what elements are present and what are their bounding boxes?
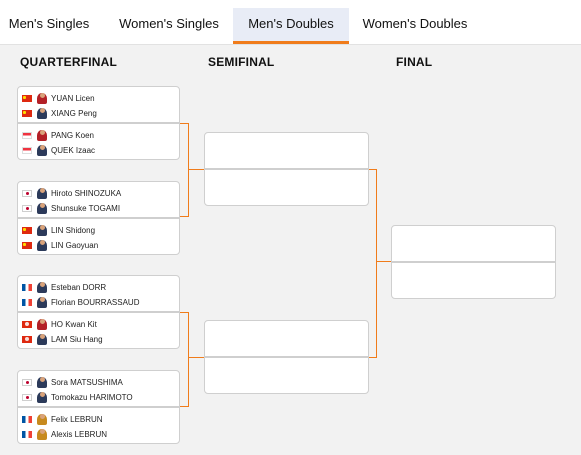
player-name: Hiroto SHINOZUKA <box>51 188 122 198</box>
player-row: HO Kwan Kit <box>22 317 97 331</box>
event-tabs: Men's Singles Women's Singles Men's Doub… <box>0 0 581 45</box>
team-card[interactable]: LIN Shidong LIN Gaoyuan <box>17 218 180 255</box>
player-name: Florian BOURRASSAUD <box>51 297 140 307</box>
team-card[interactable]: HO Kwan Kit LAM Siu Hang <box>17 312 180 349</box>
semifinal-slot[interactable] <box>204 357 369 394</box>
flag-japan-icon <box>22 393 32 401</box>
flag-china-icon <box>22 226 32 234</box>
flag-france-icon <box>22 283 32 291</box>
team-card[interactable]: Esteban DORR Florian BOURRASSAUD <box>17 275 180 312</box>
flag-japan-icon <box>22 204 32 212</box>
player-avatar <box>37 413 47 425</box>
flag-china-icon <box>22 109 32 117</box>
player-row: PANG Koen <box>22 128 94 142</box>
tab-womens-doubles[interactable]: Women's Doubles <box>362 16 468 31</box>
flag-france-icon <box>22 298 32 306</box>
player-name: Esteban DORR <box>51 282 107 292</box>
player-row: Felix LEBRUN <box>22 412 103 426</box>
player-avatar <box>37 318 47 330</box>
player-name: Shunsuke TOGAMI <box>51 203 121 213</box>
semifinal-slot[interactable] <box>204 320 369 357</box>
flag-china-icon <box>22 94 32 102</box>
round-title-quarterfinal: QUARTERFINAL <box>20 55 118 69</box>
player-row: Tomokazu HARIMOTO <box>22 390 133 404</box>
semifinal-slot[interactable] <box>204 132 369 169</box>
player-row: QUEK Izaac <box>22 143 95 157</box>
player-row: Sora MATSUSHIMA <box>22 375 123 389</box>
player-avatar <box>37 202 47 214</box>
bracket-connector <box>188 123 189 217</box>
player-avatar <box>37 428 47 440</box>
tab-womens-singles[interactable]: Women's Singles <box>119 16 219 31</box>
player-avatar <box>37 107 47 119</box>
player-row: Shunsuke TOGAMI <box>22 201 120 215</box>
player-avatar <box>37 187 47 199</box>
flag-japan-icon <box>22 189 32 197</box>
player-name: PANG Koen <box>51 130 94 140</box>
player-row: Esteban DORR <box>22 280 106 294</box>
player-name: Sora MATSUSHIMA <box>51 377 123 387</box>
player-avatar <box>37 224 47 236</box>
flag-france-icon <box>22 430 32 438</box>
player-name: QUEK Izaac <box>51 145 96 155</box>
player-avatar <box>37 391 47 403</box>
bracket-connector <box>369 169 376 170</box>
player-avatar <box>37 281 47 293</box>
player-avatar <box>37 239 47 251</box>
player-avatar <box>37 296 47 308</box>
tab-mens-doubles[interactable]: Men's Doubles <box>233 8 349 44</box>
final-slot[interactable] <box>391 225 556 262</box>
flag-china-icon <box>22 241 32 249</box>
flag-japan-icon <box>22 378 32 386</box>
team-card[interactable]: YUAN Licen XIANG Peng <box>17 86 180 123</box>
bracket-connector <box>376 261 391 262</box>
team-card[interactable]: Sora MATSUSHIMA Tomokazu HARIMOTO <box>17 370 180 407</box>
player-name: YUAN Licen <box>51 93 95 103</box>
bracket-connector <box>180 312 188 313</box>
player-row: LIN Gaoyuan <box>22 238 98 252</box>
team-card[interactable]: Felix LEBRUN Alexis LEBRUN <box>17 407 180 444</box>
player-name: Felix LEBRUN <box>51 414 103 424</box>
bracket-connector <box>188 169 204 170</box>
player-row: XIANG Peng <box>22 106 97 120</box>
bracket-connector <box>188 357 204 358</box>
player-name: Tomokazu HARIMOTO <box>51 392 133 402</box>
tab-mens-singles[interactable]: Men's Singles <box>8 16 90 31</box>
player-name: XIANG Peng <box>51 108 97 118</box>
flag-hong-kong-icon <box>22 320 32 328</box>
player-name: LIN Gaoyuan <box>51 240 99 250</box>
flag-france-icon <box>22 415 32 423</box>
team-card[interactable]: Hiroto SHINOZUKA Shunsuke TOGAMI <box>17 181 180 218</box>
bracket-connector <box>180 123 188 124</box>
team-card[interactable]: PANG Koen QUEK Izaac <box>17 123 180 160</box>
player-row: YUAN Licen <box>22 91 95 105</box>
bracket-connector <box>188 312 189 407</box>
final-slot[interactable] <box>391 262 556 299</box>
bracket-connector <box>180 406 188 407</box>
flag-hong-kong-icon <box>22 335 32 343</box>
player-avatar <box>37 144 47 156</box>
flag-singapore-icon <box>22 131 32 139</box>
player-row: LAM Siu Hang <box>22 332 103 346</box>
player-row: Hiroto SHINOZUKA <box>22 186 121 200</box>
player-avatar <box>37 333 47 345</box>
player-name: Alexis LEBRUN <box>51 429 108 439</box>
bracket-connector <box>180 216 188 217</box>
player-avatar <box>37 129 47 141</box>
bracket-connector <box>376 169 377 358</box>
player-row: Florian BOURRASSAUD <box>22 295 139 309</box>
player-name: HO Kwan Kit <box>51 319 97 329</box>
flag-singapore-icon <box>22 146 32 154</box>
player-name: LIN Shidong <box>51 225 96 235</box>
bracket-connector <box>369 357 376 358</box>
player-avatar <box>37 92 47 104</box>
player-name: LAM Siu Hang <box>51 334 103 344</box>
player-row: Alexis LEBRUN <box>22 427 107 441</box>
player-avatar <box>37 376 47 388</box>
round-title-semifinal: SEMIFINAL <box>208 55 275 69</box>
player-row: LIN Shidong <box>22 223 95 237</box>
semifinal-slot[interactable] <box>204 169 369 206</box>
round-title-final: FINAL <box>396 55 433 69</box>
